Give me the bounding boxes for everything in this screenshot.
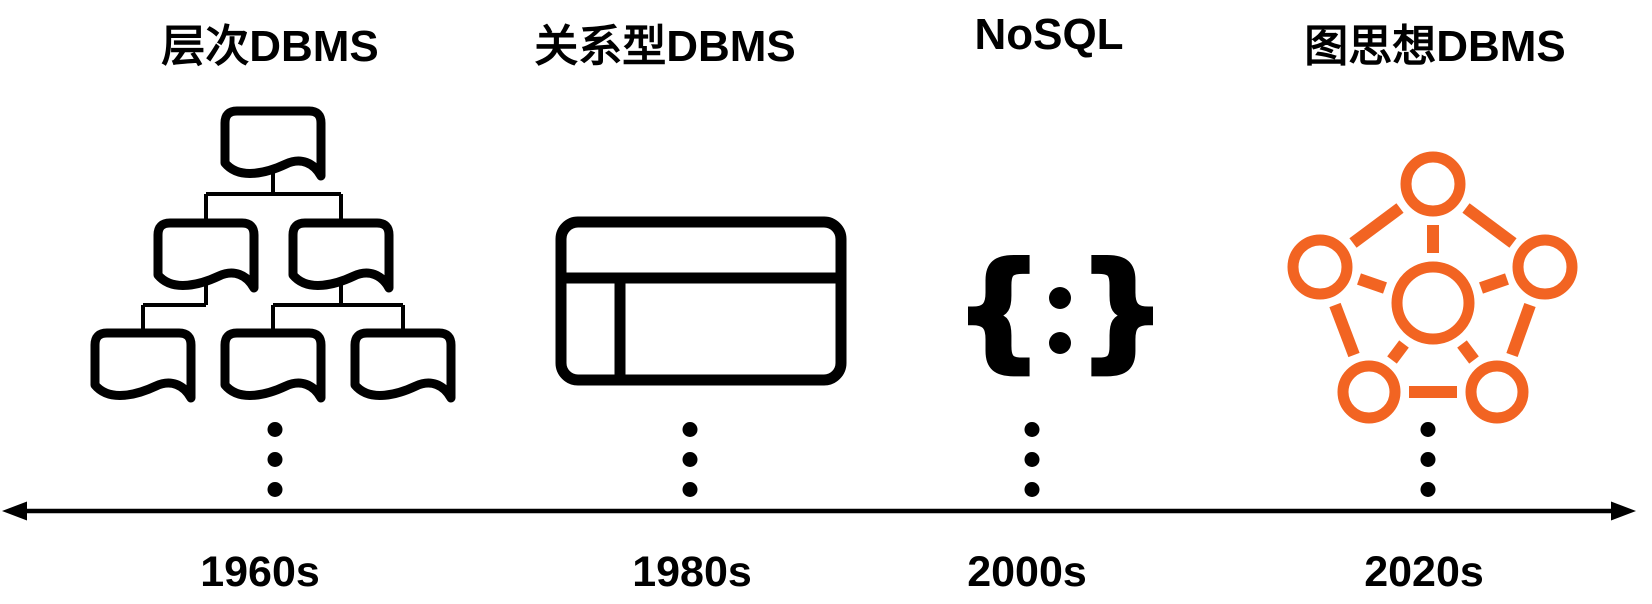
colon-dot-top bbox=[1049, 287, 1071, 309]
continuation-dots-graph bbox=[1420, 422, 1436, 497]
graph-nodes bbox=[1287, 151, 1578, 424]
tree-node-child-left bbox=[158, 223, 254, 288]
ellipsis-dot bbox=[682, 452, 698, 467]
graph-node-right bbox=[1512, 234, 1578, 300]
tree-node-leaf-2 bbox=[225, 333, 321, 398]
graph-node-center bbox=[1391, 261, 1475, 345]
graph-edges bbox=[1329, 203, 1536, 398]
ellipsis-dot bbox=[1420, 422, 1436, 437]
column-title-hierarchical: 层次DBMS bbox=[161, 22, 379, 71]
column-title-graph: 图思想DBMS bbox=[1304, 22, 1566, 71]
timeline-arrow-left-icon bbox=[2, 501, 27, 521]
relational-table-icon bbox=[555, 216, 847, 386]
tree-node-root bbox=[225, 111, 321, 176]
json-braces-icon: { } bbox=[968, 250, 1153, 386]
era-label-1960s: 1960s bbox=[200, 548, 320, 596]
ellipsis-dot bbox=[1024, 482, 1040, 497]
ellipsis-dot bbox=[267, 452, 283, 467]
era-label-1980s: 1980s bbox=[632, 548, 752, 596]
ellipsis-dot bbox=[682, 482, 698, 497]
graph-node-top bbox=[1400, 151, 1466, 217]
tree-node-leaf-3 bbox=[355, 333, 451, 398]
graph-node-bottom-left bbox=[1337, 360, 1401, 424]
ellipsis-dot bbox=[267, 482, 283, 497]
ellipsis-dot bbox=[682, 422, 698, 437]
continuation-dots-hierarchical bbox=[267, 422, 283, 497]
graph-network-icon bbox=[1287, 151, 1578, 424]
continuation-dots-relational bbox=[682, 422, 698, 497]
era-label-2000s: 2000s bbox=[967, 548, 1087, 596]
ellipsis-dot bbox=[1024, 422, 1040, 437]
timeline-axis bbox=[2, 501, 1636, 521]
era-label-2020s: 2020s bbox=[1364, 548, 1484, 596]
hierarchical-tree-icon bbox=[88, 102, 458, 412]
tree-node-leaf-1 bbox=[95, 333, 191, 398]
continuation-dots-nosql bbox=[1024, 422, 1040, 497]
column-title-relational: 关系型DBMS bbox=[534, 22, 796, 71]
ellipsis-dot bbox=[1024, 452, 1040, 467]
ellipsis-dot bbox=[267, 422, 283, 437]
ellipsis-dot bbox=[1420, 452, 1436, 467]
graph-node-left bbox=[1287, 234, 1353, 300]
timeline-arrow-right-icon bbox=[1611, 501, 1636, 521]
column-title-nosql: NoSQL bbox=[974, 10, 1124, 59]
tree-node-child-right bbox=[293, 223, 389, 288]
colon-dot-bottom bbox=[1049, 332, 1071, 354]
ellipsis-dot bbox=[1420, 482, 1436, 497]
graph-node-bottom-right bbox=[1465, 360, 1529, 424]
left-brace-glyph: { bbox=[968, 250, 1043, 383]
right-brace-glyph: } bbox=[1078, 250, 1153, 383]
